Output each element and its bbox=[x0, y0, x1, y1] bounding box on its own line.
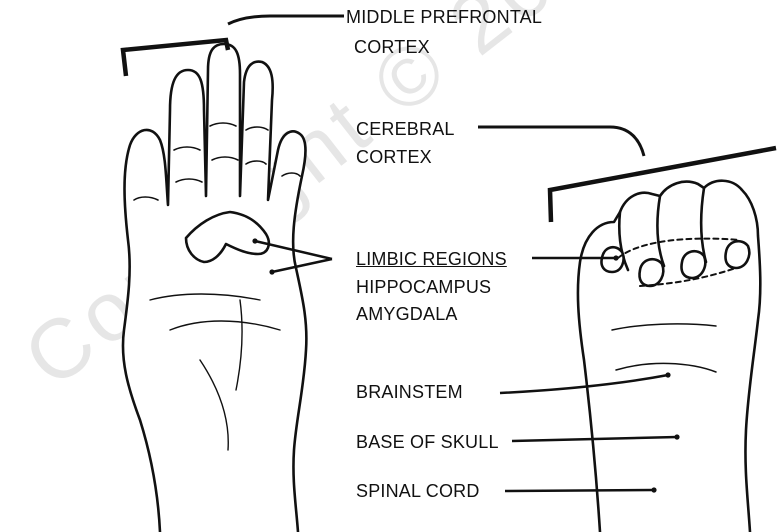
cerebral-cortex-leader bbox=[478, 127, 644, 156]
label-spinal-cord: SPINAL CORD bbox=[356, 480, 480, 502]
middle-prefrontal-leader bbox=[228, 16, 344, 24]
limbic-dot-2 bbox=[269, 269, 274, 274]
fist-outline bbox=[578, 181, 760, 532]
open-hand-illustration bbox=[123, 44, 306, 532]
label-cerebral: CEREBRAL bbox=[356, 118, 455, 140]
label-brainstem: BRAINSTEM bbox=[356, 381, 463, 403]
label-base-of-skull: BASE OF SKULL bbox=[356, 431, 499, 453]
limbic-dot-1 bbox=[252, 238, 257, 243]
limbic-right-dot bbox=[613, 255, 618, 260]
open-hand-outline bbox=[123, 44, 306, 532]
label-limbic-regions: LIMBIC REGIONS bbox=[356, 248, 507, 270]
brainstem-dot bbox=[665, 372, 670, 377]
fist-illustration bbox=[578, 181, 760, 532]
label-middle-prefrontal-line2: CORTEX bbox=[354, 36, 430, 58]
label-hippocampus: HIPPOCAMPUS bbox=[356, 276, 491, 298]
spinal-cord-dot bbox=[651, 487, 656, 492]
base-of-skull-dot bbox=[674, 434, 679, 439]
spinal-cord-leader bbox=[505, 490, 654, 491]
label-cerebral-line2: CORTEX bbox=[356, 146, 432, 168]
label-middle-prefrontal: MIDDLE PREFRONTAL bbox=[346, 6, 542, 28]
label-amygdala: AMYGDALA bbox=[356, 303, 458, 325]
